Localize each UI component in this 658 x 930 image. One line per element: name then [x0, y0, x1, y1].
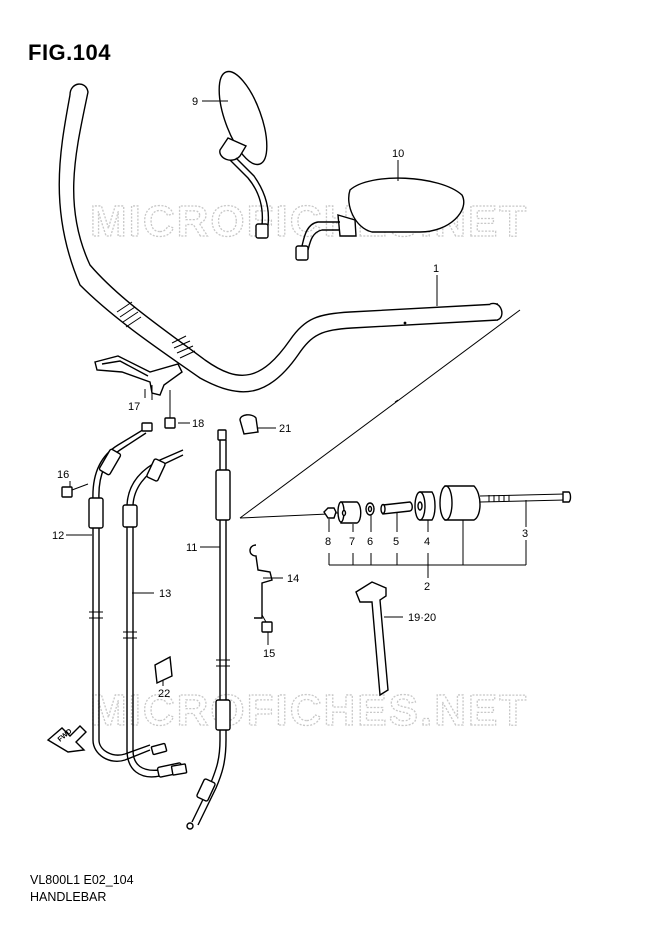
washer-6 [365, 502, 375, 516]
nut-8 [323, 507, 345, 519]
callout-15: 15 [263, 648, 275, 660]
collar-7 [337, 501, 362, 524]
bolt-18 [164, 395, 176, 429]
handlebar-grip-band-1 [116, 301, 142, 328]
callout-17: 17 [128, 401, 140, 413]
figure-title: FIG.104 [28, 40, 111, 65]
screw-16 [61, 483, 89, 498]
callout-12: 12 [52, 530, 64, 542]
cable-tie [355, 581, 389, 697]
callout-8: 8 [325, 536, 331, 548]
handlebar-grip-band-2 [171, 335, 196, 359]
callout-22: 22 [158, 688, 170, 700]
callout-4: 4 [424, 536, 430, 548]
handlebar [58, 83, 503, 393]
callout-leaders [66, 100, 527, 686]
mirror-right [295, 177, 465, 261]
callout-6: 6 [367, 536, 373, 548]
clamp-21 [239, 414, 259, 435]
callout-14: 14 [287, 573, 299, 585]
cable-fitting [150, 742, 168, 756]
screw-15 [261, 614, 273, 633]
balancer-2 [439, 485, 481, 521]
cable-clamp-14 [249, 544, 273, 619]
callout-9: 9 [192, 96, 198, 108]
callout-13: 13 [159, 588, 171, 600]
figure-name: HANDLEBAR [30, 890, 107, 904]
clutch-cable-11 [186, 429, 231, 830]
watermark-bottom: MICROFICHES.NET [90, 686, 528, 735]
cable-fitting [170, 763, 188, 776]
callout-3: 3 [522, 528, 528, 540]
callout-1: 1 [433, 263, 439, 275]
callout-11: 11 [186, 542, 197, 554]
bolt-3 [479, 491, 572, 503]
callout-2: 2 [424, 581, 430, 593]
label-22 [154, 655, 173, 685]
callout-numbers: 1 2 3 4 5 6 7 8 9 10 11 12 13 14 15 16 1… [52, 96, 528, 700]
spacer-5 [380, 501, 413, 515]
fwd-direction-arrow: FWD [46, 725, 87, 753]
rubber-4 [414, 491, 436, 521]
callout-21: 21 [279, 423, 291, 435]
mirror-left [218, 70, 270, 239]
throttle-cable-13 [122, 449, 184, 778]
callout-10: 10 [392, 148, 404, 160]
throttle-cable-12 [88, 422, 153, 762]
bar-end-assembly [323, 485, 572, 524]
model-code: VL800L1 E02_104 [30, 873, 134, 887]
callout-18: 18 [192, 418, 204, 430]
cable-bracket [94, 355, 183, 398]
callout-5: 5 [393, 536, 399, 548]
callout-7: 7 [349, 536, 355, 548]
callout-16: 16 [57, 469, 69, 481]
leader-bar-end [239, 309, 521, 519]
callout-19-20: 19·20 [408, 612, 436, 624]
